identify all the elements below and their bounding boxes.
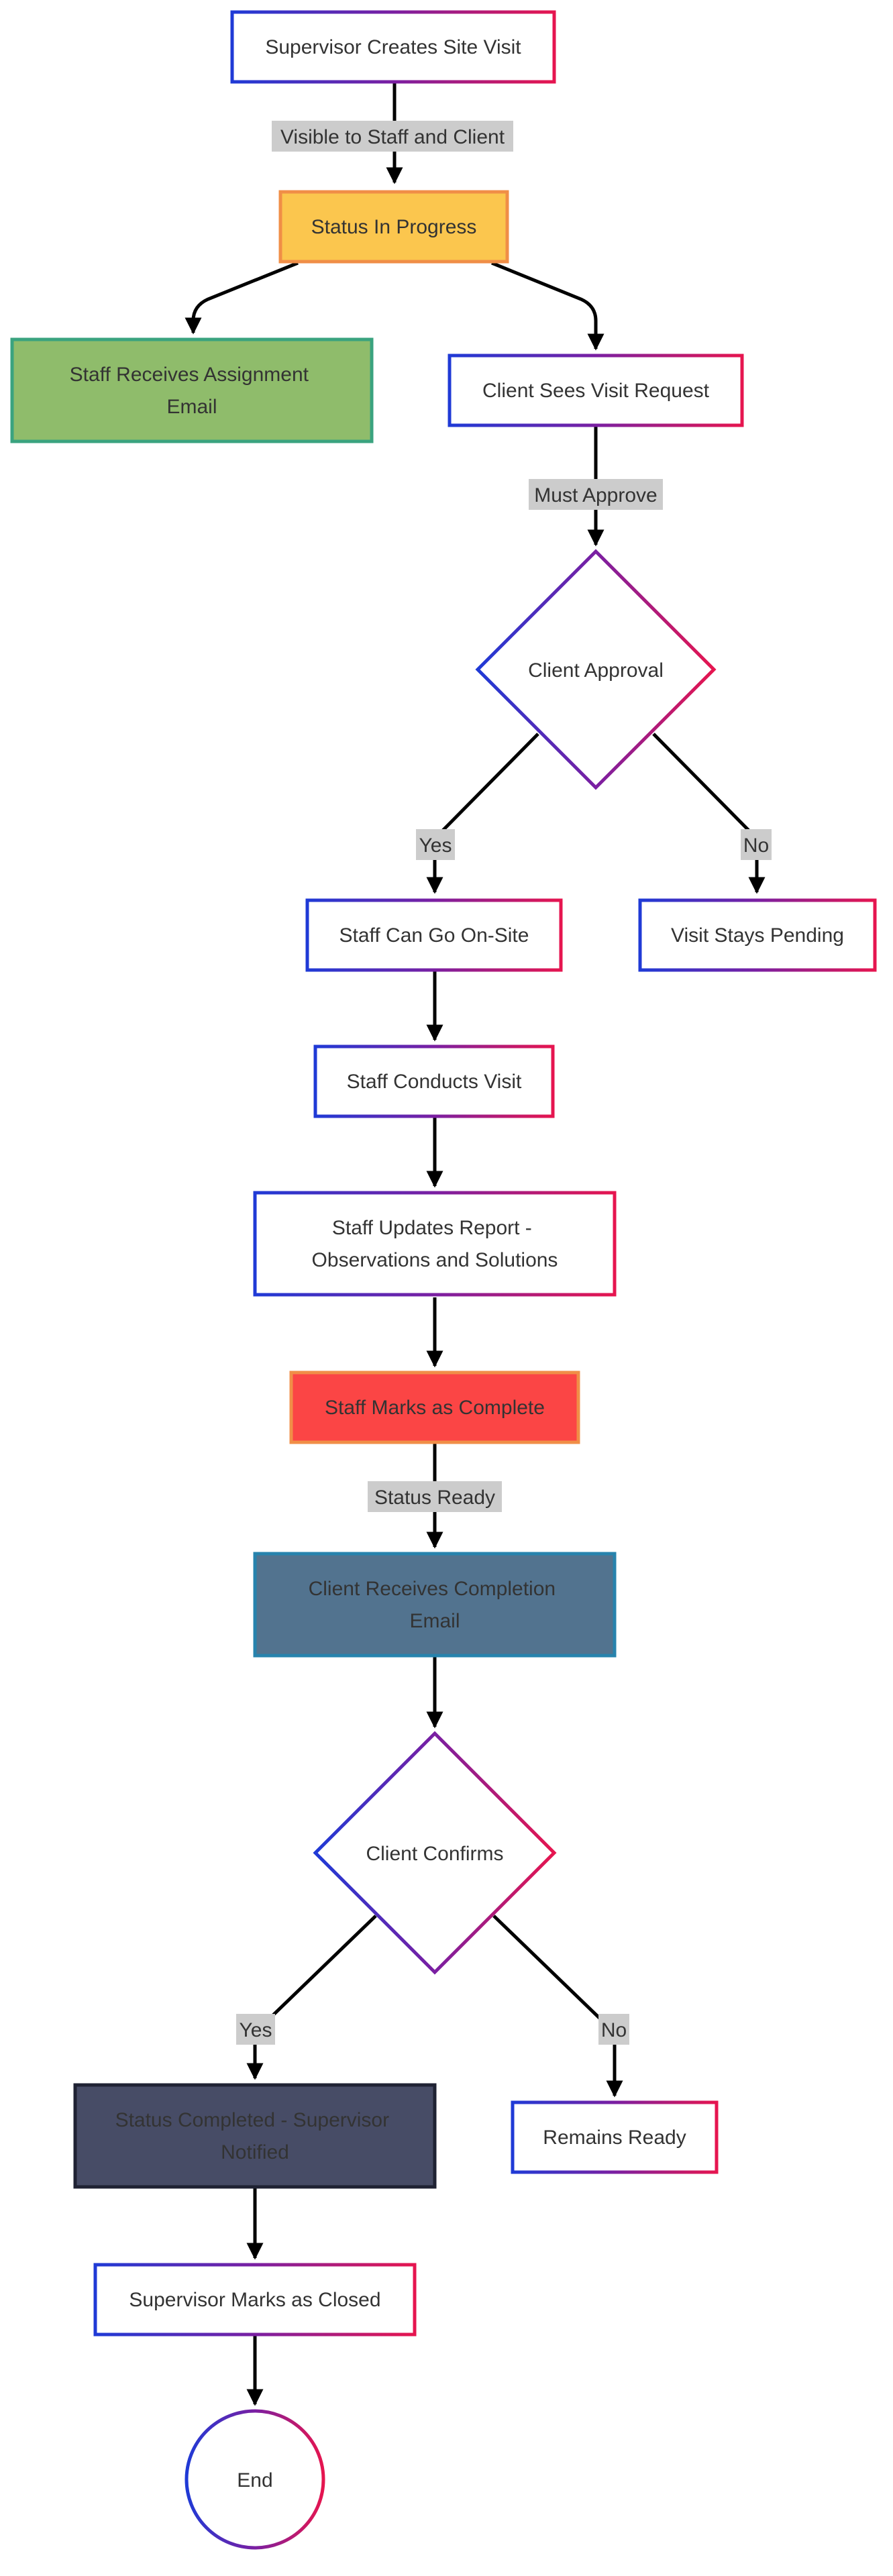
node-remains-ready: Remains Ready: [511, 2100, 719, 2174]
node-staff-marks-complete: Staff Marks as Complete: [289, 1371, 580, 1444]
node-status-in-progress: Status In Progress: [278, 190, 509, 264]
edge-label-confirm-yes-text: Yes: [240, 2019, 272, 2041]
node-client-approval: Client Approval: [475, 549, 717, 790]
node-client-receives-email: Client Receives Completion Email: [253, 1552, 617, 1658]
node-staff-can-go: Staff Can Go On-Site: [305, 898, 563, 972]
node-supervisor-creates: Supervisor Creates Site Visit: [230, 10, 556, 84]
node-staff-updates-line-2: Observations and Solutions: [312, 1249, 558, 1271]
edge-label-confirm-yes: Yes: [236, 2014, 275, 2045]
node-client-approval-text: Client Approval: [528, 659, 664, 682]
edge-label-approval-no: No: [741, 829, 772, 860]
edge-label-approval-yes: Yes: [416, 829, 455, 860]
edge-label-status-ready-text: Status Ready: [374, 1487, 495, 1509]
node-staff-can-go-text: Staff Can Go On-Site: [339, 924, 529, 947]
node-staff-updates-text: Staff Updates Report - Observations and …: [312, 1217, 558, 1271]
edge-label-must-approve-text: Must Approve: [534, 484, 657, 506]
edge-label-status-ready: Status Ready: [368, 1481, 502, 1512]
node-client-receives-email-text: Client Receives Completion Email: [309, 1578, 562, 1632]
edge-confirms-no: [492, 1915, 623, 2098]
node-staff-receives-email-line-1: Staff Receives Assignment: [70, 364, 309, 386]
node-remains-ready-text: Remains Ready: [543, 2127, 686, 2149]
edge-label-confirm-no: No: [598, 2014, 629, 2045]
node-client-confirms-text: Client Confirms: [366, 1843, 503, 1865]
node-client-sees-request-text: Client Sees Visit Request: [482, 380, 710, 402]
node-staff-receives-email-text: Staff Receives Assignment Email: [70, 364, 315, 418]
node-status-completed-text: Status Completed - Supervisor Notified: [115, 2109, 395, 2163]
node-status-completed-line-1: Status Completed - Supervisor: [115, 2109, 390, 2131]
node-end: End: [185, 2409, 325, 2550]
node-visit-stays-pending: Visit Stays Pending: [638, 898, 877, 972]
edge-label-visible-to-staff-client: Visible to Staff and Client: [272, 121, 513, 152]
edge-approval-no: [652, 733, 766, 894]
node-staff-conducts-text: Staff Conducts Visit: [347, 1071, 522, 1093]
node-supervisor-closes: Supervisor Marks as Closed: [93, 2263, 417, 2337]
edge-label-approval-no-text: No: [743, 835, 769, 857]
node-end-text: End: [237, 2469, 272, 2491]
node-staff-marks-complete-text: Staff Marks as Complete: [325, 1397, 545, 1419]
node-staff-receives-email: Staff Receives Assignment Email: [10, 337, 374, 443]
edge-label-must-approve: Must Approve: [529, 479, 663, 510]
node-staff-conducts: Staff Conducts Visit: [313, 1044, 555, 1118]
edge-labels-layer: Visible to Staff and Client Must Approve…: [236, 121, 772, 2045]
edge-status-to-staff-email: [185, 261, 299, 335]
edge-approval-yes: [426, 733, 539, 894]
edge-status-to-client-sees: [491, 261, 605, 351]
node-client-receives-email-line-1: Client Receives Completion: [309, 1578, 556, 1600]
node-staff-updates: Staff Updates Report - Observations and …: [253, 1191, 617, 1297]
nodes-layer: Supervisor Creates Site Visit Status In …: [10, 10, 877, 2550]
node-staff-updates-line-1: Staff Updates Report -: [332, 1217, 532, 1239]
node-supervisor-closes-text: Supervisor Marks as Closed: [129, 2289, 380, 2311]
node-staff-receives-email-line-2: Email: [166, 396, 217, 418]
node-client-confirms: Client Confirms: [313, 1731, 557, 1975]
node-status-completed: Status Completed - Supervisor Notified: [73, 2083, 437, 2189]
node-visit-stays-pending-text: Visit Stays Pending: [671, 924, 844, 947]
node-status-completed-line-2: Notified: [221, 2141, 289, 2163]
edge-label-visible-to-staff-client-text: Visible to Staff and Client: [280, 126, 505, 148]
node-supervisor-creates-text: Supervisor Creates Site Visit: [265, 36, 521, 58]
edge-confirms-yes: [246, 1915, 377, 2080]
edge-label-approval-yes-text: Yes: [419, 835, 452, 857]
node-client-receives-email-line-2: Email: [409, 1610, 460, 1632]
node-client-sees-request: Client Sees Visit Request: [448, 354, 744, 427]
edge-label-confirm-no-text: No: [601, 2019, 627, 2041]
node-status-in-progress-text: Status In Progress: [311, 216, 477, 238]
